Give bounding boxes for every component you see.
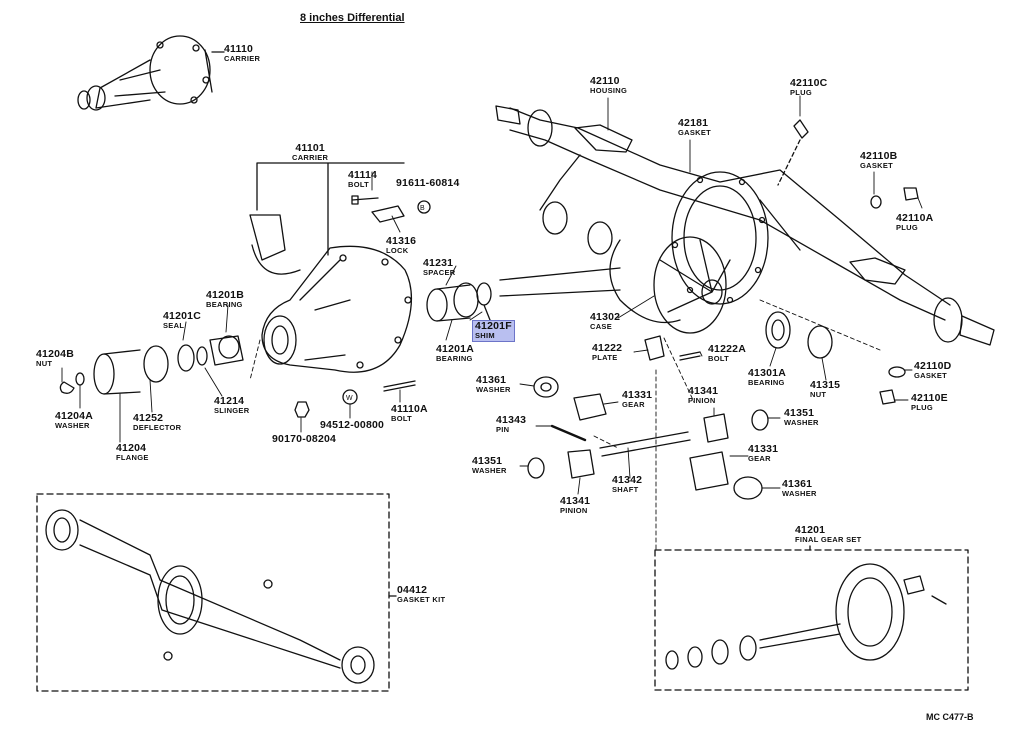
carrier-housing-drawing (261, 245, 413, 373)
part-91611-60814[interactable]: 91611-60814 (396, 177, 460, 189)
part-94512-00800[interactable]: 94512-00800 (320, 419, 385, 431)
diagram-title: 8 inches Differential (300, 12, 405, 24)
part-90170-08204[interactable]: 90170-08204 (272, 433, 337, 445)
carrier-assembly-drawing (77, 35, 213, 111)
diagram-code: MC C477-B (926, 712, 974, 722)
svg-text:B: B (420, 205, 425, 212)
axle-housing-drawing (495, 105, 995, 346)
svg-text:W: W (346, 395, 353, 402)
